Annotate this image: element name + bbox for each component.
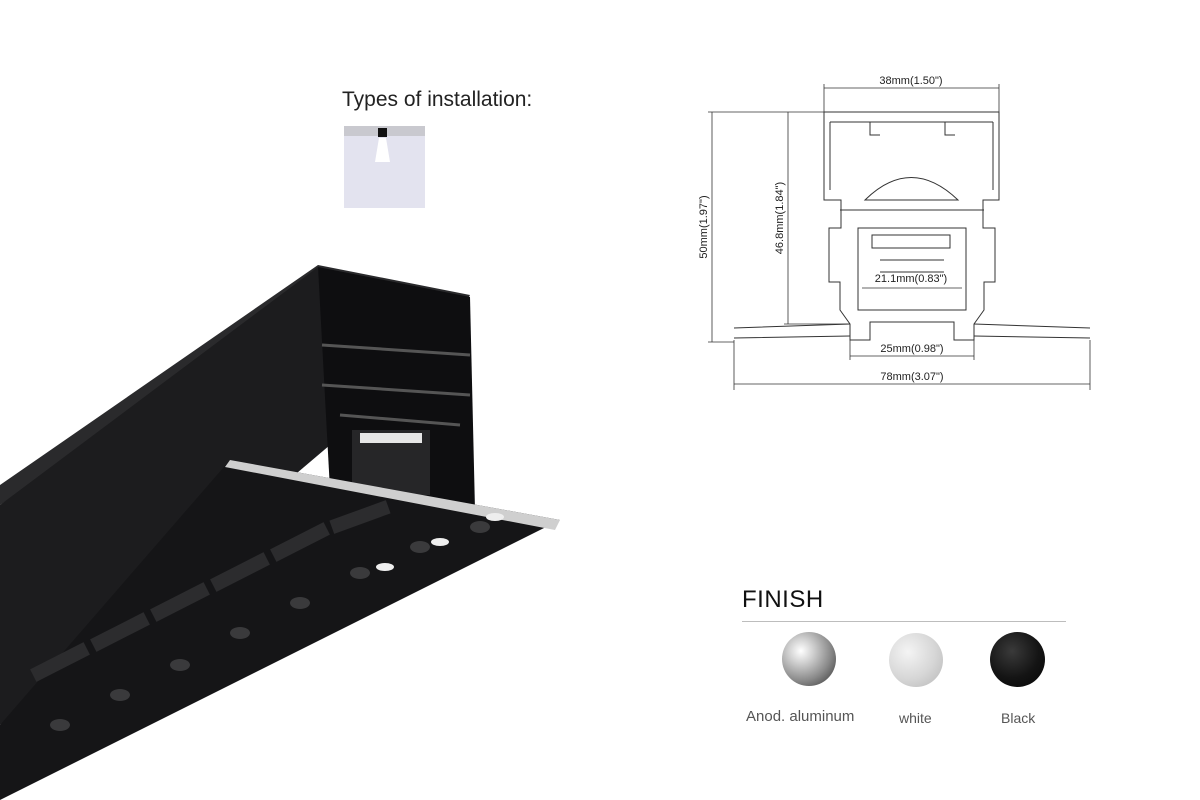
finish-label-black: Black bbox=[1001, 710, 1036, 726]
finish-label-white: white bbox=[899, 710, 932, 726]
recessed-ceiling-icon bbox=[344, 126, 425, 208]
dim-opening-width: 25mm(0.98") bbox=[880, 343, 943, 355]
dim-inner-width: 21.1mm(0.83") bbox=[875, 273, 947, 285]
profile-cross-section-drawing: 38mm(1.50") 21.1mm(0.83") 25mm(0.98") 78… bbox=[698, 75, 1091, 390]
finish-title: FINISH bbox=[742, 586, 824, 613]
finish-swatch-white bbox=[889, 633, 943, 687]
dim-total-height: 50mm(1.97") bbox=[698, 195, 710, 258]
dim-top-width: 38mm(1.50") bbox=[879, 75, 942, 87]
finish-swatch-black bbox=[990, 632, 1045, 687]
dim-body-height: 46.8mm(1.84") bbox=[774, 182, 786, 254]
installation-title: Types of installation: bbox=[342, 88, 533, 111]
finish-divider bbox=[742, 621, 1066, 622]
dim-flange-width: 78mm(3.07") bbox=[880, 371, 943, 383]
finish-swatch-aluminum bbox=[782, 632, 836, 686]
finish-label-aluminum: Anod. aluminum bbox=[746, 708, 855, 725]
profile-render-image bbox=[0, 265, 560, 800]
